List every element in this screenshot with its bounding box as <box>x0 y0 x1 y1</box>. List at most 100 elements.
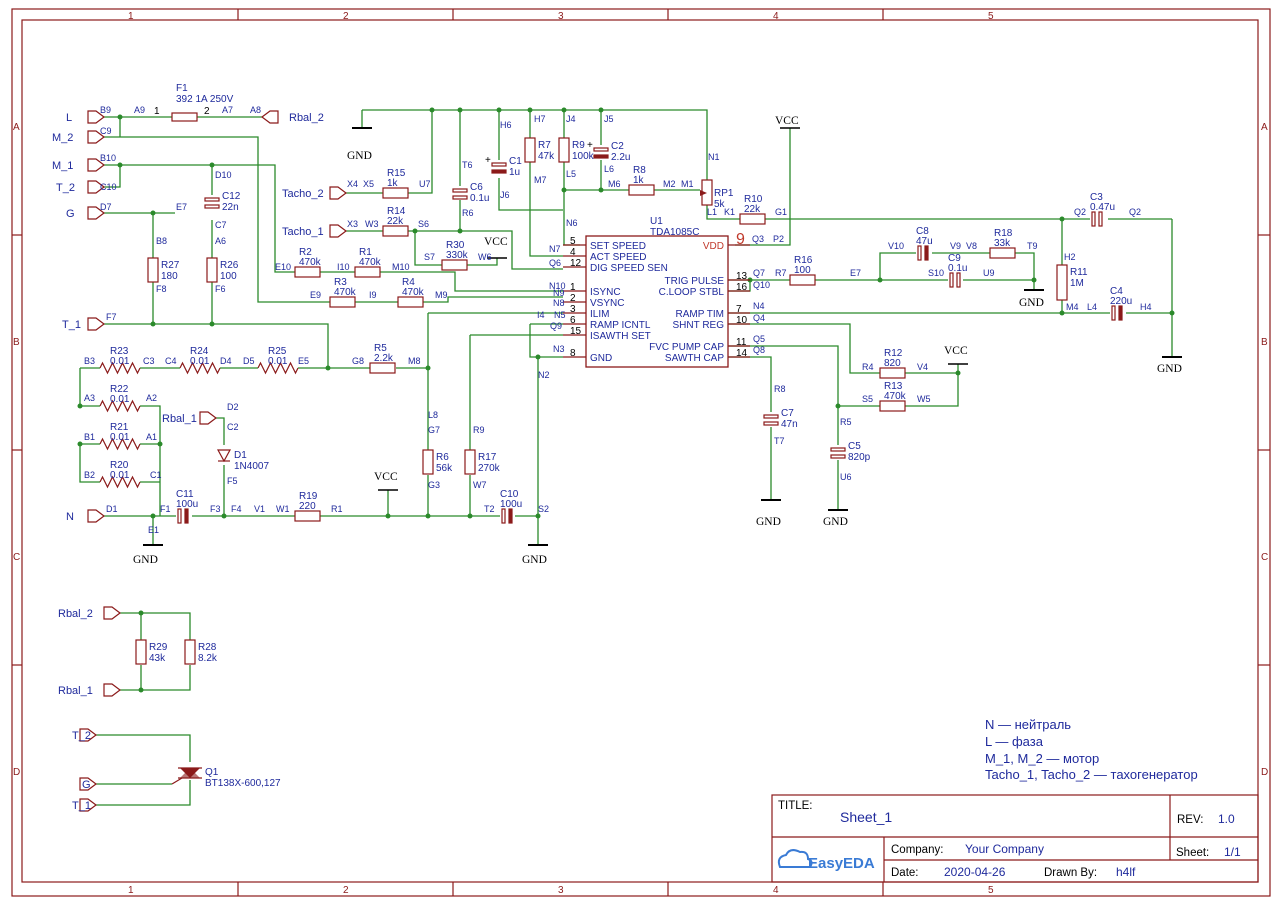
component-ref: C11 <box>176 489 194 500</box>
port-flag-rbal2b[interactable] <box>103 606 121 620</box>
col-label-bottom: 5 <box>988 885 994 896</box>
svg-text:GND: GND <box>133 554 158 566</box>
component-value: 0.1u <box>470 193 489 204</box>
port-flag-rbal2[interactable] <box>261 110 279 124</box>
node-label: M10 <box>392 262 410 272</box>
node-label: B2 <box>84 470 95 480</box>
gnd-symbol: GND <box>1157 356 1182 375</box>
component-ref: R1 <box>359 247 372 258</box>
node-label: B1 <box>84 432 95 442</box>
node-label: I4 <box>537 310 545 320</box>
component-value: 56k <box>436 463 453 474</box>
node-label: B8 <box>156 236 167 246</box>
component-value: 820p <box>848 452 871 463</box>
component-value: 470k <box>359 257 382 268</box>
port-flag-t2b[interactable] <box>79 728 97 742</box>
node-label: T6 <box>462 160 473 170</box>
component-value: 100u <box>500 499 522 510</box>
node-label: Q10 <box>753 280 770 290</box>
node-label: R8 <box>774 384 786 394</box>
component-value: 33k <box>994 238 1011 249</box>
port-flag-l[interactable] <box>87 110 105 124</box>
port-flag-m1[interactable] <box>87 158 105 172</box>
junctions <box>77 107 1175 693</box>
vcc-symbol: VCC <box>374 471 398 491</box>
node-label: E7 <box>176 202 187 212</box>
node-label: P2 <box>773 234 784 244</box>
port-flag-t1[interactable] <box>87 317 105 331</box>
svg-text:2: 2 <box>204 106 210 117</box>
port-flag-tacho2[interactable] <box>329 186 347 200</box>
node-label: S6 <box>418 219 429 229</box>
component-ref: R11 <box>1070 267 1088 278</box>
pin-name: DIG SPEED SEN <box>590 263 668 274</box>
ic-pin-16: 16C.LOOP STBL <box>659 282 750 298</box>
component-ref: C1 <box>509 156 522 167</box>
node-label: H2 <box>1064 252 1076 262</box>
node-label: H6 <box>500 120 512 130</box>
node-label: R9 <box>473 425 485 435</box>
node-label: C2 <box>227 422 239 432</box>
row-label-right: D <box>1261 767 1268 778</box>
component-ref: R10 <box>744 194 763 205</box>
component-value: 100 <box>794 265 811 276</box>
port-flag-gb[interactable] <box>79 777 97 791</box>
port-flag-m2[interactable] <box>87 130 105 144</box>
port-label-rbal1b: Rbal_1 <box>58 685 93 697</box>
pin-number: 15 <box>570 326 582 337</box>
node-label: H7 <box>534 114 546 124</box>
component-ref: R6 <box>436 452 449 463</box>
resistor-r5: R52.2k <box>369 343 396 374</box>
node-label: C3 <box>143 356 155 366</box>
port-flag-n[interactable] <box>87 509 105 523</box>
port-label-n: N <box>66 511 74 523</box>
port-label-t2b: T_2 <box>72 730 91 742</box>
pin-name: SHNT REG <box>673 320 725 331</box>
port-flag-tacho1[interactable] <box>329 224 347 238</box>
component-value: 22k <box>387 216 404 227</box>
components: R151kR1422kR30330kR2470kR1470kR3470kR447… <box>99 137 1132 665</box>
component-ref: C6 <box>470 182 483 193</box>
node-label: V8 <box>966 241 977 251</box>
power-symbols: GND GND GND GND GND GND GND VCC VCC VCC … <box>133 115 1182 566</box>
component-ref: R13 <box>884 381 903 392</box>
node-label: Q6 <box>549 258 561 268</box>
node-label: X3 <box>347 219 358 229</box>
port-label-m1: M_1 <box>52 160 73 172</box>
node-label: Q9 <box>550 321 562 331</box>
port-flag-g[interactable] <box>87 206 105 220</box>
pin-number: 12 <box>570 258 582 269</box>
pin-number: 5 <box>570 236 576 247</box>
col-label-top: 2 <box>343 11 349 22</box>
node-label: X4 <box>347 179 358 189</box>
port-label-t2: T_2 <box>56 182 75 194</box>
port-flag-t2[interactable] <box>87 180 105 194</box>
svg-text:RP1: RP1 <box>714 188 734 199</box>
component-ref: C2 <box>611 141 624 152</box>
port-flag-rbal1b[interactable] <box>103 683 121 697</box>
port-flag-t1b[interactable] <box>79 798 97 812</box>
node-label: Q4 <box>753 313 765 323</box>
component-value: 470k <box>402 287 425 298</box>
node-label: T2 <box>484 504 495 514</box>
pin-name: VSYNC <box>590 298 624 309</box>
gnd-symbol: GND <box>522 544 548 566</box>
rev-value: 1.0 <box>1218 812 1235 826</box>
component-value: 0.01 <box>110 356 130 367</box>
port-flag-rbal1[interactable] <box>199 411 217 425</box>
node-label: A7 <box>222 105 233 115</box>
pin-name: SAWTH CAP <box>665 353 724 364</box>
